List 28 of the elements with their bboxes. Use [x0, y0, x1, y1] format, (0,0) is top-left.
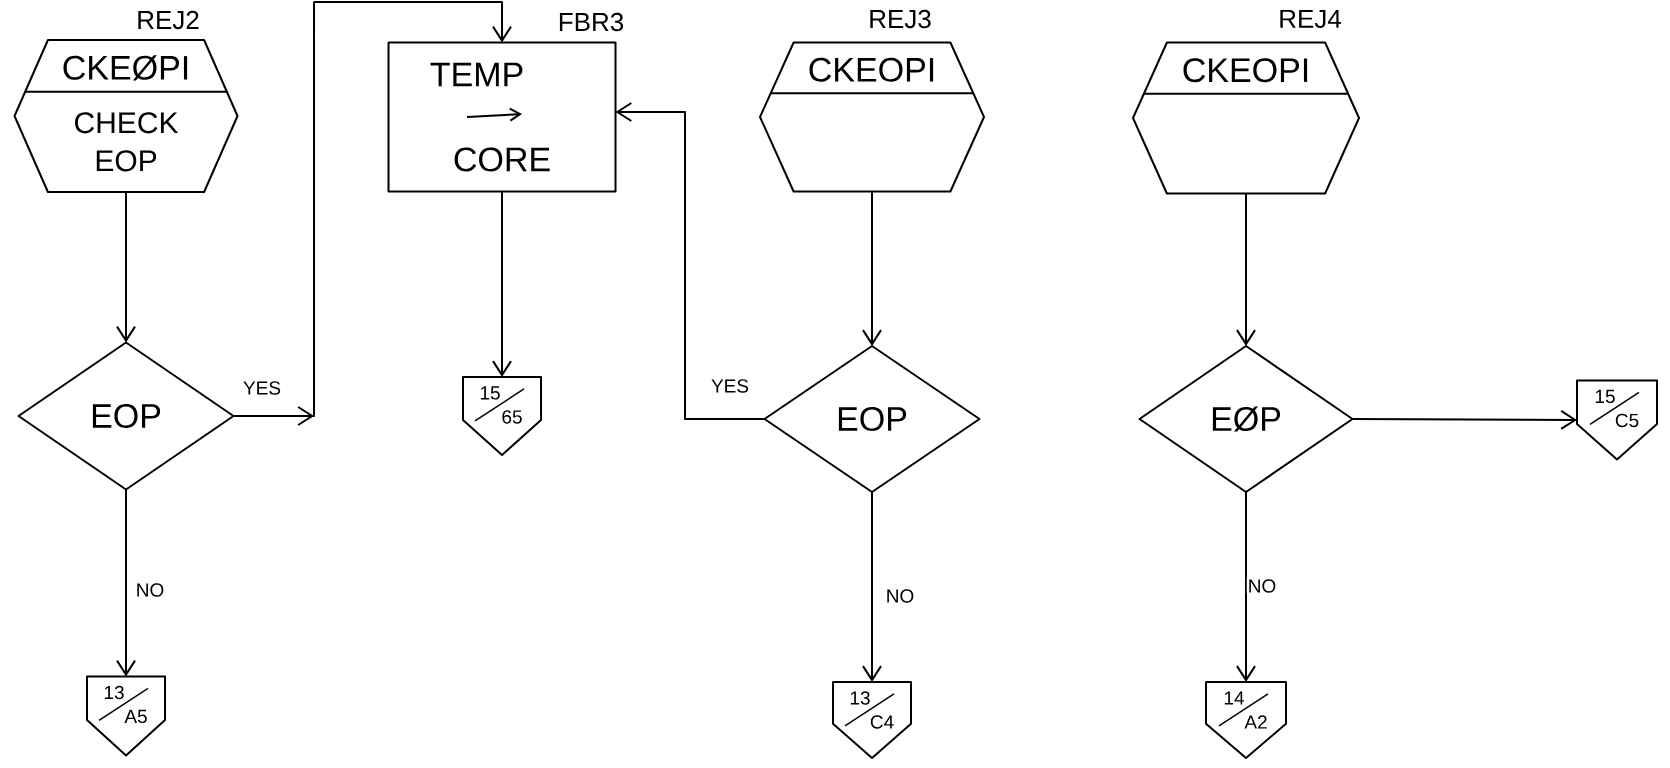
node-label: REJ2 — [138, 10, 199, 30]
arrow — [116, 488, 136, 677]
arrow — [1236, 491, 1256, 682]
arrow — [862, 491, 882, 682]
offpage-connector: 15 C5 — [1576, 379, 1658, 461]
offpage-connector: 13 C4 — [832, 681, 912, 759]
node-label: REJ4 — [1280, 9, 1342, 29]
node-label: REJ3 — [870, 9, 931, 29]
arrow — [492, 190, 512, 377]
offpage-connector: 13 A5 — [86, 675, 166, 757]
edge-label: NO — [1246, 578, 1278, 594]
arrow — [1236, 192, 1256, 346]
process-box: FBR3 TEMP CORE — [387, 12, 624, 193]
offpage-connector: 15 65 — [462, 376, 542, 456]
arrow — [116, 191, 136, 343]
edge-label: YES — [242, 380, 283, 396]
arrow — [862, 190, 882, 346]
hexagon-box: REJ4 CKEOPI — [1132, 9, 1360, 195]
node-label: FBR3 — [559, 12, 624, 32]
edge-label: NO — [884, 588, 916, 604]
edge-label: YES — [710, 378, 750, 394]
edge-label: NO — [134, 582, 166, 598]
arrow — [232, 1, 512, 426]
arrow — [615, 102, 766, 420]
arrow — [1351, 409, 1577, 430]
hexagon-box: REJ3 CKEOPI — [759, 9, 985, 193]
offpage-connector: 14 A2 — [1205, 681, 1287, 759]
hexagon-box: REJ2 CKEØPI CHECK EOP — [13, 10, 239, 193]
